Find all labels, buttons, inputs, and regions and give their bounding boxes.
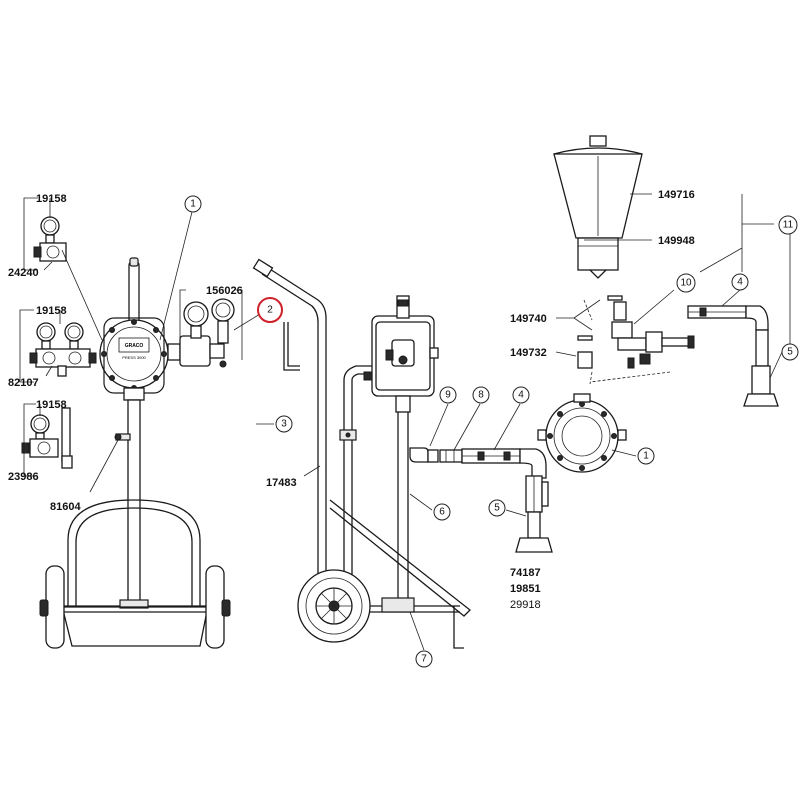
callout-3-text: 3 <box>281 419 287 430</box>
callout-1-right: 1 <box>637 447 655 465</box>
callout-4-right: 4 <box>731 273 749 291</box>
callout-7-text: 7 <box>421 654 427 665</box>
callout-10-text: 10 <box>680 278 692 289</box>
callout-1-right-text: 1 <box>643 451 649 462</box>
part-number-149716: 149716 <box>658 189 695 201</box>
callout-2-text: 2 <box>267 305 273 316</box>
callout-5-mid: 5 <box>488 499 506 517</box>
callout-9: 9 <box>439 386 457 404</box>
callout-4-mid-text: 4 <box>518 390 524 401</box>
callout-5-right: 5 <box>781 343 799 361</box>
gauge-assembly-mid <box>29 322 97 377</box>
part-number-19158-top: 19158 <box>36 193 67 205</box>
leader-lines <box>19 193 791 651</box>
front-cart-assembly: GRACO PRESS 3000 <box>39 257 235 649</box>
callout-7: 7 <box>415 650 433 668</box>
pump-bolts <box>101 319 167 391</box>
part-number-149732: 149732 <box>510 347 547 359</box>
callout-4-mid: 4 <box>512 386 530 404</box>
side-cart-assembly <box>252 258 471 649</box>
part-number-82107: 82107 <box>8 377 39 389</box>
part-number-19158-mid: 19158 <box>36 305 67 317</box>
part-number-19158-low: 19158 <box>36 399 67 411</box>
callout-5-mid-text: 5 <box>494 503 500 514</box>
callout-8-text: 8 <box>478 390 484 401</box>
callout-9-text: 9 <box>445 390 451 401</box>
wheel-spokes <box>316 588 352 624</box>
callout-5-right-text: 5 <box>787 347 793 358</box>
part-number-81604: 81604 <box>50 501 81 513</box>
part-number-23986: 23986 <box>8 471 39 483</box>
callout-11-text: 11 <box>783 220 794 231</box>
pump-brand-label: GRACO <box>125 343 144 349</box>
callout-11: 11 <box>778 215 798 235</box>
part-number-156026: 156026 <box>206 285 243 297</box>
callout-1-left-text: 1 <box>190 199 196 210</box>
gauge-assembly-top <box>33 216 67 262</box>
part-number-29918: 29918 <box>510 599 541 611</box>
small-parts-right <box>577 295 695 385</box>
callout-1-left: 1 <box>184 195 202 213</box>
callout-2-highlighted: 2 <box>257 297 283 323</box>
part-number-74187: 74187 <box>510 567 541 579</box>
callout-6: 6 <box>433 503 451 521</box>
hopper-assembly <box>553 135 643 279</box>
pump-front-right <box>537 393 627 473</box>
hose-right-assembly <box>687 305 779 407</box>
callout-4-right-text: 4 <box>737 277 743 288</box>
hose-fittings-assembly <box>409 447 553 553</box>
callout-6-text: 6 <box>439 507 445 518</box>
part-number-19851: 19851 <box>510 583 541 595</box>
callout-10: 10 <box>676 273 696 293</box>
callout-8: 8 <box>472 386 490 404</box>
callout-3: 3 <box>275 415 293 433</box>
gauge-assembly-low <box>21 407 73 469</box>
pump-model-label: PRESS 3000 <box>122 355 146 360</box>
part-number-17483: 17483 <box>266 477 297 489</box>
part-number-149740: 149740 <box>510 313 547 325</box>
part-number-149948: 149948 <box>658 235 695 247</box>
part-number-24240: 24240 <box>8 267 39 279</box>
